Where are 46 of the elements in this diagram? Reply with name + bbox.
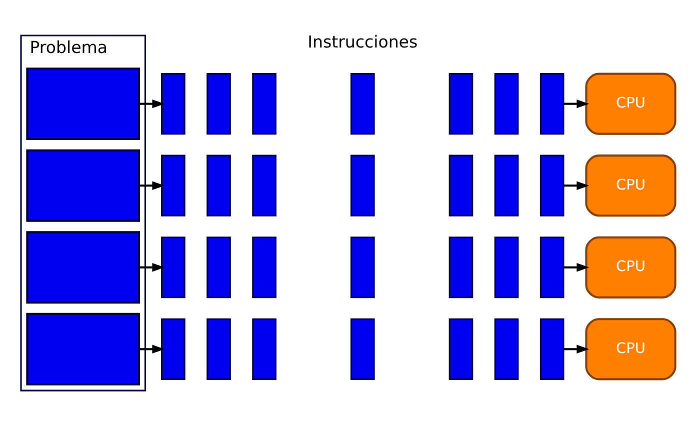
arrow — [139, 181, 165, 190]
node-box: CPU — [585, 318, 676, 380]
arrow — [139, 263, 165, 272]
node-box — [161, 73, 186, 135]
node-box: CPU — [585, 236, 676, 298]
node-box — [26, 231, 140, 304]
node-box — [161, 236, 186, 298]
arrow — [564, 344, 590, 354]
node-box — [540, 236, 564, 298]
node-box — [448, 73, 474, 135]
node-box — [26, 68, 140, 140]
node-box — [252, 236, 276, 298]
node-box — [494, 73, 519, 135]
node-box — [26, 312, 140, 386]
node-box — [161, 154, 186, 216]
node-box — [26, 149, 140, 222]
arrow — [564, 99, 590, 108]
arrow — [564, 181, 590, 190]
node-box — [206, 236, 231, 298]
node-box — [350, 318, 375, 380]
node-box — [252, 154, 276, 216]
node-box — [448, 236, 474, 298]
node-box — [206, 318, 231, 380]
node-box — [350, 154, 375, 216]
node-box: CPU — [585, 72, 676, 135]
node-box — [448, 318, 474, 380]
arrow — [139, 344, 165, 354]
cluster: Problema — [20, 34, 146, 392]
node-box — [540, 73, 564, 135]
node-box — [252, 73, 276, 135]
node-box — [494, 318, 519, 380]
arrow — [564, 263, 590, 272]
node-box — [540, 154, 564, 216]
node-box — [540, 318, 564, 380]
node-box — [494, 154, 519, 216]
node-box — [350, 236, 375, 298]
node-box — [494, 236, 519, 298]
node-box: CPU — [585, 154, 676, 217]
node-box — [448, 154, 474, 216]
node-box — [206, 154, 231, 216]
node-box — [350, 73, 375, 135]
node-box — [206, 73, 231, 135]
node-box — [161, 318, 186, 380]
arrow — [139, 99, 165, 108]
node-box — [252, 318, 276, 380]
label: Instrucciones — [308, 32, 418, 52]
